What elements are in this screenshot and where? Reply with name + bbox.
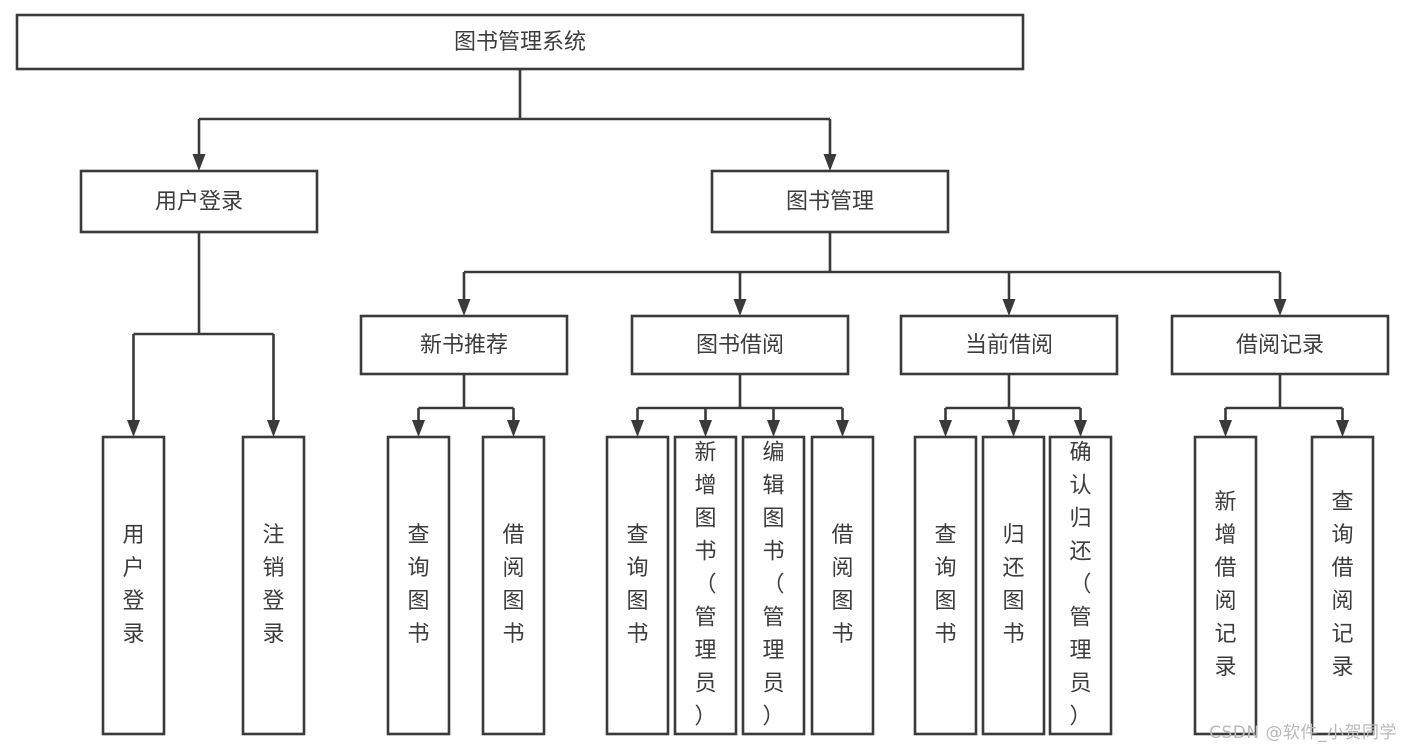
node-box xyxy=(913,435,978,736)
node-label: 借阅图书 xyxy=(831,523,853,647)
connector-l1a xyxy=(127,232,280,437)
node-label: 查询图书 xyxy=(626,523,648,647)
node-box xyxy=(899,314,1119,376)
node-leaf9[interactable]: 查询图书 xyxy=(913,435,978,736)
node-box xyxy=(1170,314,1390,376)
node-leaf6[interactable]: 新增图书（管理员） xyxy=(673,435,738,736)
node-box xyxy=(241,435,306,736)
node-label: 编辑图书（管理员） xyxy=(762,441,784,730)
node-l1a[interactable]: 用户登录 xyxy=(79,169,319,234)
node-label: 查询图书 xyxy=(407,523,429,647)
connector-l2a xyxy=(412,374,520,437)
node-leaf13[interactable]: 查询借阅记录 xyxy=(1310,435,1375,736)
connector-l2d xyxy=(1219,374,1349,437)
node-leaf3[interactable]: 查询图书 xyxy=(386,435,451,736)
node-label: 借阅图书 xyxy=(502,523,524,647)
node-leaf4[interactable]: 借阅图书 xyxy=(481,435,546,736)
node-l1b[interactable]: 图书管理 xyxy=(710,169,950,234)
node-label: 当前借阅 xyxy=(965,333,1053,358)
node-l2a[interactable]: 新书推荐 xyxy=(359,314,569,376)
connector-l1b xyxy=(457,232,1287,316)
node-box xyxy=(386,435,451,736)
node-leaf7[interactable]: 编辑图书（管理员） xyxy=(741,435,806,736)
node-l2b[interactable]: 图书借阅 xyxy=(630,314,850,376)
node-leaf1[interactable]: 用户登录 xyxy=(101,435,166,736)
node-box xyxy=(101,435,166,736)
node-label: 归还图书 xyxy=(1002,523,1024,647)
node-leaf12[interactable]: 新增借阅记录 xyxy=(1193,435,1258,736)
node-label: 注销登录 xyxy=(262,523,284,647)
node-l2c[interactable]: 当前借阅 xyxy=(899,314,1119,376)
node-root[interactable]: 图书管理系统 xyxy=(15,13,1025,71)
node-label: 查询图书 xyxy=(934,523,956,647)
node-label: 图书借阅 xyxy=(696,333,784,358)
node-leaf11[interactable]: 确认归还（管理员） xyxy=(1048,435,1113,736)
node-box xyxy=(630,314,850,376)
node-box xyxy=(673,435,738,736)
node-box xyxy=(981,435,1046,736)
node-leaf10[interactable]: 归还图书 xyxy=(981,435,1046,736)
node-box xyxy=(1193,435,1258,736)
node-layer: 图书管理系统用户登录图书管理新书推荐图书借阅当前借阅借阅记录用户登录注销登录查询… xyxy=(15,13,1390,736)
node-label: 用户登录 xyxy=(155,190,243,215)
node-label: 用户登录 xyxy=(122,523,144,647)
node-box xyxy=(1310,435,1375,736)
node-box xyxy=(15,13,1025,71)
node-l2d[interactable]: 借阅记录 xyxy=(1170,314,1390,376)
node-label: 查询借阅记录 xyxy=(1331,490,1353,680)
node-box xyxy=(605,435,670,736)
node-label: 图书管理 xyxy=(786,190,874,215)
node-leaf5[interactable]: 查询图书 xyxy=(605,435,670,736)
node-label: 确认归还（管理员） xyxy=(1069,441,1091,730)
node-box xyxy=(710,169,950,234)
node-box xyxy=(1048,435,1113,736)
node-label: 新增图书（管理员） xyxy=(694,441,716,730)
node-leaf8[interactable]: 借阅图书 xyxy=(810,435,875,736)
node-label: 新书推荐 xyxy=(420,333,508,358)
node-box xyxy=(481,435,546,736)
node-box xyxy=(741,435,806,736)
edge-layer xyxy=(127,69,1349,437)
node-label: 图书管理系统 xyxy=(454,30,586,55)
node-box xyxy=(359,314,569,376)
node-leaf2[interactable]: 注销登录 xyxy=(241,435,306,736)
node-label: 新增借阅记录 xyxy=(1214,490,1236,680)
node-box xyxy=(79,169,319,234)
connector-l2c xyxy=(939,374,1087,437)
node-box xyxy=(810,435,875,736)
node-label: 借阅记录 xyxy=(1236,333,1324,358)
connector-root xyxy=(192,69,837,171)
connector-l2b xyxy=(631,374,849,437)
